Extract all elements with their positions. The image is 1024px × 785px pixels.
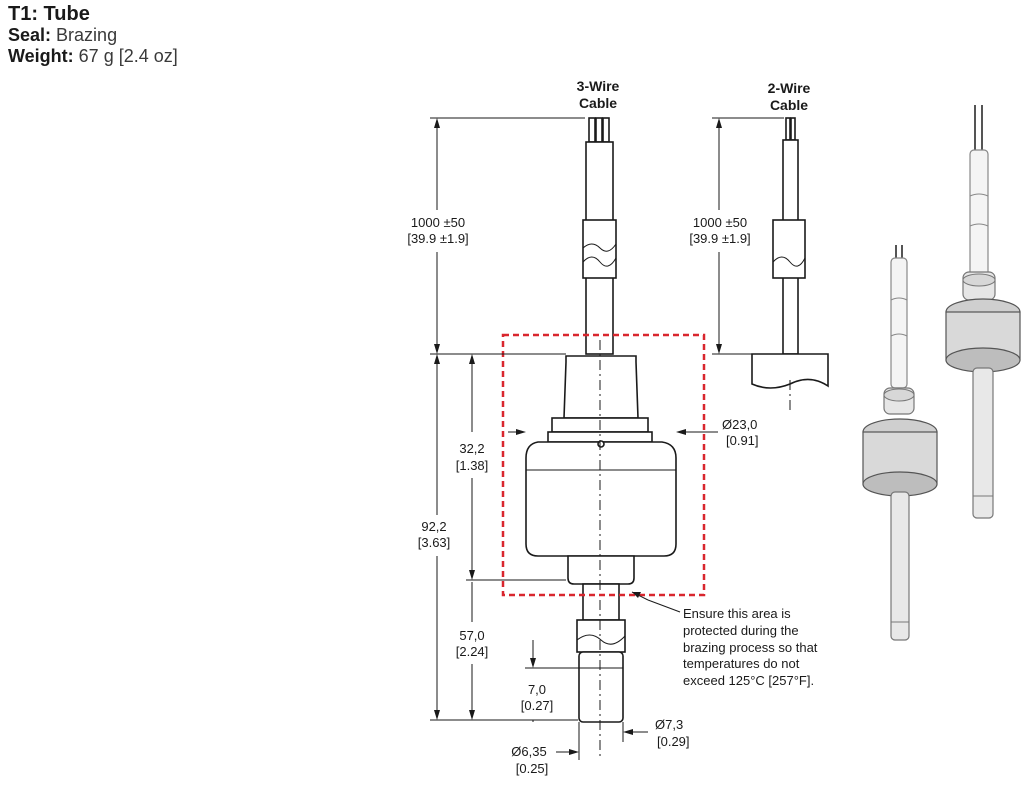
- weight-label: Weight:: [8, 46, 74, 66]
- two-wire-break-sleeve: [772, 219, 806, 279]
- note-leader-b: [647, 599, 681, 613]
- cable-3w-length-in: [39.9 ±1.9]: [407, 231, 468, 246]
- seal-label: Seal:: [8, 25, 52, 45]
- arrow-cable-3w-bottom: [434, 344, 440, 354]
- seal-value: Brazing: [56, 25, 118, 45]
- lower-neck: [567, 555, 635, 585]
- tip-dia-mm: Ø6,35: [511, 744, 546, 759]
- render-short-cable-break: [890, 297, 908, 337]
- render-short-neck-top: [883, 388, 915, 402]
- note-line-2: protected during the: [683, 623, 799, 638]
- wire-tip-1: [588, 117, 596, 143]
- vent-hole: [597, 440, 605, 448]
- arrow-tube-bottom: [469, 710, 475, 720]
- weight-spec: Weight: 67 g [2.4 oz]: [8, 46, 178, 67]
- render-3d-tall: [945, 105, 1021, 519]
- protect-area-box: [501, 333, 706, 597]
- arrow-cable-2w-bottom: [716, 344, 722, 354]
- cable-3w-length-mm: 1000 ±50: [411, 215, 465, 230]
- dimension-lines: [430, 117, 784, 760]
- arrow-cable-2w-top: [716, 118, 722, 128]
- arrow-body-dia-left: [516, 429, 526, 435]
- spec-header: T1: Tube Seal: Brazing Weight: 67 g [2.4…: [8, 4, 178, 67]
- note-line-5: exceed 125°C [257°F].: [683, 673, 814, 688]
- note-line-4: temperatures do not: [683, 656, 800, 671]
- two-wire-tip-1: [785, 117, 791, 141]
- cable-2w-length-mm: 1000 ±50: [693, 215, 747, 230]
- arrow-body-dia-right: [676, 429, 686, 435]
- cable-2w-length-in: [39.9 ±1.9]: [689, 231, 750, 246]
- two-wire-tip-2: [790, 117, 796, 141]
- tip-length-mm: 7,0: [528, 682, 546, 697]
- cable-break-mark: [582, 256, 617, 267]
- note-leader-arrow: [632, 592, 641, 598]
- two-wire-caption-1: 2-Wire: [768, 80, 811, 96]
- tip-dia-in: [0.25]: [516, 761, 549, 776]
- render-short-cable: [890, 257, 908, 389]
- total-height-mm: 92,2: [421, 519, 446, 534]
- two-wire-break-mark: [772, 256, 806, 267]
- two-wire-caption-2: Cable: [770, 97, 808, 113]
- wire-tip-2: [595, 117, 603, 143]
- seal-spec: Seal: Brazing: [8, 25, 178, 46]
- main-sensor-drawing: [525, 117, 677, 760]
- note-line-1: Ensure this area is: [683, 606, 791, 621]
- wire-tip-3: [602, 117, 610, 143]
- tube-length-mm: 57,0: [459, 628, 484, 643]
- three-wire-caption-2: Cable: [579, 95, 617, 111]
- tube-break-mark: [576, 634, 626, 645]
- tube-dia-in: [0.29]: [657, 734, 690, 749]
- tube-length-in: [2.24]: [456, 644, 489, 659]
- arrow-tube-dia-right: [623, 729, 633, 735]
- render-tall-cable-break: [969, 193, 989, 227]
- cable-break-sleeve: [582, 219, 617, 279]
- tip-length-in: [0.27]: [521, 698, 554, 713]
- note-line-3: brazing process so that: [683, 640, 818, 655]
- tube-dia-mm: Ø7,3: [655, 717, 683, 732]
- two-wire-cable-view: [751, 117, 829, 410]
- main-body: [525, 441, 677, 557]
- render-tall-neck-top: [962, 273, 996, 287]
- arrow-body-top: [469, 354, 475, 364]
- page-title: T1: Tube: [8, 3, 90, 25]
- tube-tip: [578, 651, 624, 723]
- cable-break-mark-2: [582, 243, 617, 252]
- body-dia-in: [0.91]: [726, 433, 759, 448]
- dimension-labels: 3-Wire Cable 2-Wire Cable 1000 ±50 [39.9…: [407, 78, 817, 776]
- body-dia-mm: Ø23,0: [722, 417, 757, 432]
- upper-neck: [563, 355, 639, 419]
- render-short-tube: [890, 491, 910, 641]
- arrow-total-bottom: [434, 710, 440, 720]
- arrow-tip-top: [530, 658, 536, 668]
- total-height-in: [3.63]: [418, 535, 451, 550]
- tube-upper: [582, 583, 620, 621]
- body-height-in: [1.38]: [456, 458, 489, 473]
- render-tall-tube: [972, 367, 994, 519]
- arrow-total-top: [434, 354, 440, 364]
- arrow-cable-3w-top: [434, 118, 440, 128]
- render-3d-short: [862, 245, 938, 641]
- arrow-tip-dia-left: [569, 749, 579, 755]
- body-height-mm: 32,2: [459, 441, 484, 456]
- arrow-body-bottom: [469, 570, 475, 580]
- weight-value: 67 g [2.4 oz]: [78, 46, 178, 66]
- render-tall-cable: [969, 149, 989, 277]
- three-wire-caption-1: 3-Wire: [577, 78, 620, 94]
